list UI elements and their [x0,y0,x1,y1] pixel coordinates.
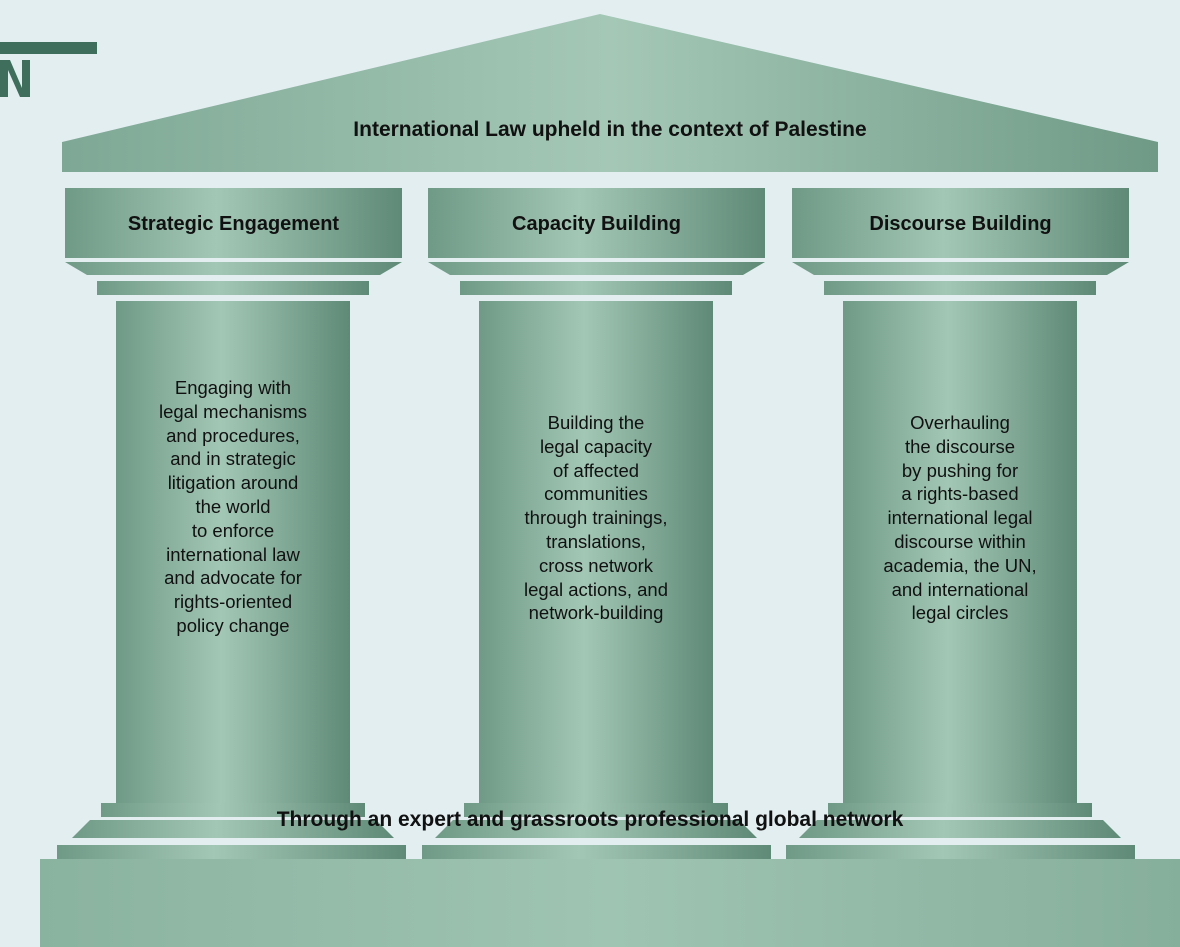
pillar-body-discourse-building: Overhauling the discourse by pushing for… [883,412,1037,624]
pillar-body-strategic-engagement: Engaging with legal mechanisms and proce… [158,377,308,636]
pillar-title-strategic-engagement: Strategic Engagement [127,213,340,235]
roof-title: International Law upheld in the context … [353,118,867,141]
pillar-title-discourse-building: Discourse Building [869,213,1052,235]
pillar-strategic-engagement [57,188,406,887]
pillar-title-capacity-building: Capacity Building [512,213,681,235]
pillars [57,188,1135,887]
pillar-capacity-building [422,188,771,887]
foundation-title: Through an expert and grassroots profess… [276,808,904,831]
foundation [40,859,1180,947]
logo-fragment [0,42,97,97]
roof [62,14,1158,172]
pillar-body-capacity-building: Building the legal capacity of affected … [524,412,668,624]
